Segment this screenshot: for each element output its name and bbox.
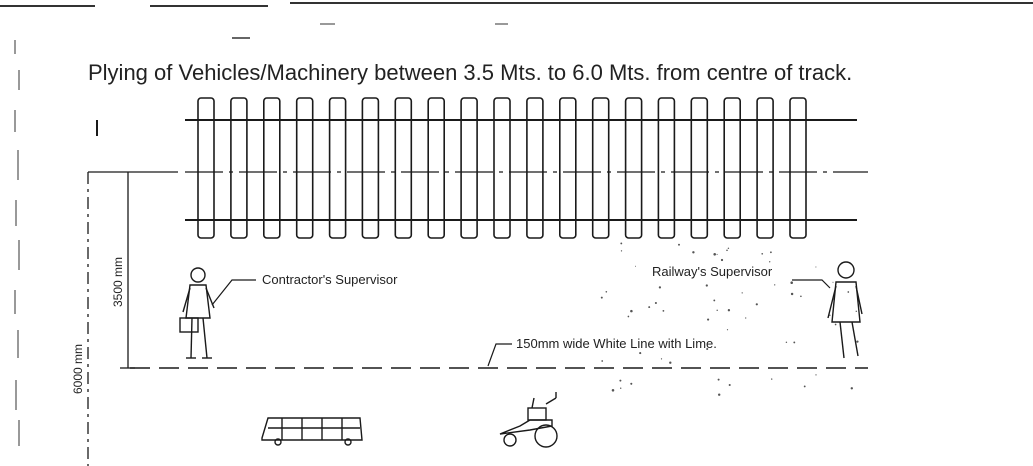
contractor-supervisor-label: Contractor's Supervisor — [262, 272, 398, 287]
railway-track — [185, 97, 868, 239]
white-line-label: 150mm wide White Line with Lime. — [516, 336, 717, 351]
railway-leader — [792, 279, 831, 289]
tractor-icon — [499, 392, 558, 448]
sleeper — [591, 97, 610, 239]
sleeper — [624, 97, 643, 239]
sleeper — [262, 97, 281, 239]
sleeper — [295, 97, 314, 239]
contractor-leader — [211, 279, 256, 306]
sleeper — [789, 97, 807, 239]
sleeper — [756, 97, 774, 239]
bus-icon — [261, 417, 363, 446]
diagram-title: Plying of Vehicles/Machinery between 3.5… — [88, 60, 852, 85]
white-line-leader — [487, 343, 512, 367]
sleeper — [723, 97, 742, 239]
sleeper — [460, 97, 478, 239]
dimension-lines — [87, 171, 178, 466]
railway-supervisor-label: Railway's Supervisor — [652, 264, 773, 279]
sleeper — [558, 97, 577, 239]
sleeper — [361, 97, 380, 239]
sleeper — [493, 97, 511, 239]
sleeper — [230, 97, 248, 239]
scan-speckles — [600, 242, 859, 396]
scan-left-edge — [14, 40, 20, 446]
dimension-3500-label: 3500 mm — [111, 257, 125, 307]
sleeper — [690, 97, 709, 239]
sleeper — [657, 97, 676, 239]
sleeper — [427, 97, 446, 239]
sleeper — [526, 97, 544, 239]
person-railway-icon — [827, 261, 863, 359]
sleepers — [197, 97, 807, 239]
person-contractor-icon — [179, 267, 215, 359]
sleeper — [394, 97, 413, 239]
scan-top-border — [0, 2, 1033, 39]
sleeper — [197, 97, 215, 239]
sleeper — [328, 97, 347, 239]
dimension-6000-label: 6000 mm — [71, 344, 85, 394]
